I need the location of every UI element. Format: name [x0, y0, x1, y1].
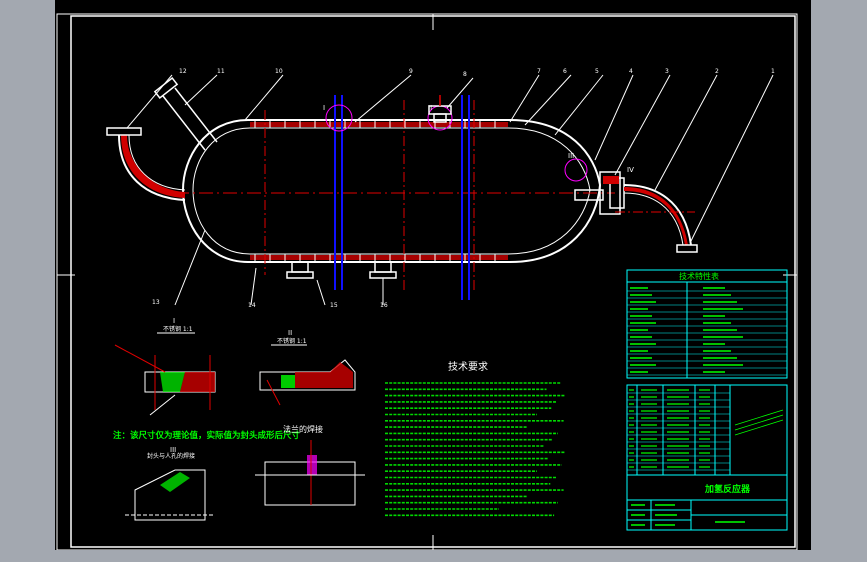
part-number-labels: 12 11 10 9 8 7 6 5 4 3 2 1 13 14 15 16 — [152, 68, 775, 309]
part-label: 14 — [248, 302, 256, 309]
part-label: 10 — [275, 68, 283, 75]
left-elbow-flange — [106, 127, 142, 136]
section-mark: IV — [627, 166, 634, 174]
detail-subtitle: 不锈钢 1:1 — [163, 325, 193, 333]
left-elbow-fill — [121, 135, 185, 198]
part-label: 2 — [715, 68, 719, 75]
left-inclined-inlet — [153, 77, 218, 151]
parts-list-hatch — [734, 409, 784, 436]
part-label: 12 — [179, 68, 187, 75]
detail-circle-III — [564, 158, 588, 182]
parts-list — [626, 384, 788, 476]
cad-drawing: 12 11 10 9 8 7 6 5 4 3 2 1 13 14 15 16 — [56, 13, 798, 550]
tech-requirements-block: 技术要求 — [385, 360, 566, 517]
detail-view-IV — [255, 440, 365, 506]
outer-border — [56, 13, 798, 550]
section-mark: II — [428, 104, 432, 112]
part-label: 5 — [595, 68, 599, 75]
detail-circle-I — [325, 104, 353, 132]
part-label: 15 — [330, 302, 338, 309]
detail-view-III: III — [125, 446, 215, 521]
drawing-frame — [56, 13, 798, 550]
title-block-name: 加氢反应器 — [704, 483, 751, 495]
right-elbow-pipe — [623, 184, 692, 246]
parts-list-frame — [626, 384, 788, 476]
part-label: 16 — [380, 302, 388, 309]
spec-table-title: 技术特性表 — [679, 271, 719, 281]
left-elbow-pipe — [118, 134, 186, 201]
part-label: 1 — [771, 68, 775, 75]
right-outlet-fill — [603, 176, 619, 184]
parts-list-rows — [627, 389, 730, 471]
part-label: 13 — [152, 299, 160, 306]
part-label: 4 — [629, 68, 633, 75]
detail-title: III — [170, 446, 176, 454]
part-label: 6 — [563, 68, 567, 75]
vessel-outer-shell — [181, 119, 602, 263]
cad-viewport[interactable]: 12 11 10 9 8 7 6 5 4 3 2 1 13 14 15 16 — [55, 0, 811, 550]
section-mark-labels: I II III IV — [323, 104, 634, 174]
tech-requirements-title: 技术要求 — [448, 360, 488, 373]
weld-fill — [160, 372, 185, 392]
part-label: 11 — [217, 68, 225, 75]
detail-view-I: I 不锈钢 1:1 — [114, 317, 216, 416]
left-elbow-pipe-inner — [128, 134, 186, 191]
main-vessel: 12 11 10 9 8 7 6 5 4 3 2 1 13 14 15 16 — [106, 68, 775, 309]
spec-table: 技术特性表 — [626, 269, 788, 379]
section-mark: I — [323, 104, 325, 112]
detail-view-II: II 不锈钢 1:1 — [259, 329, 356, 406]
shell-hatching-bottom — [254, 254, 496, 262]
electrodes — [334, 95, 470, 300]
right-elbow-flange — [676, 244, 698, 253]
right-elbow-pipe-inner — [623, 192, 684, 246]
part-label: 9 — [409, 68, 413, 75]
detail-title: II — [288, 329, 292, 337]
part-label: 7 — [537, 68, 541, 75]
section-mark: III — [568, 152, 574, 160]
spec-table-frame — [626, 269, 788, 379]
part-leaders — [126, 74, 774, 306]
part-label: 3 — [665, 68, 669, 75]
left-small-label: 封头与人孔的焊接 — [147, 452, 195, 460]
detail-subtitle: 不锈钢 1:1 — [277, 337, 307, 345]
spec-table-rows — [627, 287, 787, 376]
part-label: 8 — [463, 71, 467, 78]
bottom-nozzles — [286, 261, 397, 279]
nozzle-weld — [134, 469, 206, 521]
flange-weld-title: 法兰的焊接 — [283, 424, 323, 434]
vessel-inner-shell — [192, 127, 591, 255]
title-block-scribbles — [631, 504, 745, 526]
right-elbow-fill — [624, 187, 688, 245]
top-nozzle — [428, 95, 452, 123]
flange-weld-view — [264, 461, 356, 506]
tech-requirement-lines — [385, 382, 566, 517]
title-block: 加氢反应器 — [626, 474, 788, 531]
left-note: 注：该尺寸仅为理论值，实际值为封头成形后尺寸 — [113, 430, 301, 441]
detail-title: I — [173, 317, 175, 325]
title-block-frame — [626, 474, 788, 531]
